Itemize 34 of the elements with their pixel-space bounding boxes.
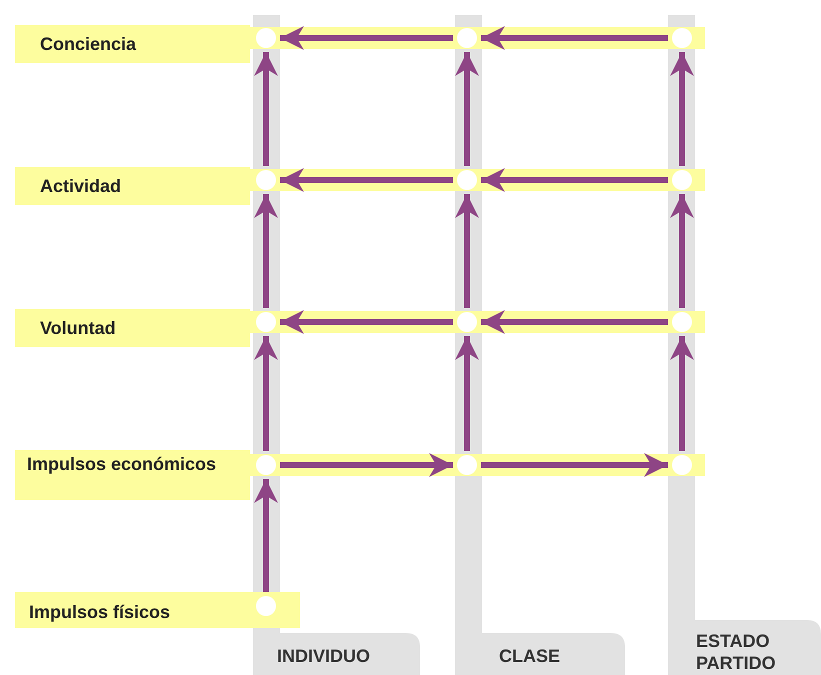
arrow xyxy=(670,336,694,451)
arrow xyxy=(280,310,453,334)
arrow xyxy=(481,168,668,192)
arrow xyxy=(280,26,453,50)
level-label: Impulsos económicos xyxy=(27,453,218,475)
arrow xyxy=(455,336,479,451)
column-label: ESTADO PARTIDO xyxy=(696,630,777,674)
level-band xyxy=(15,309,250,347)
level-band xyxy=(15,592,250,628)
level-label: Impulsos físicos xyxy=(29,601,172,623)
level-band xyxy=(15,450,250,500)
arrow xyxy=(280,453,453,477)
arrow xyxy=(670,194,694,308)
arrow xyxy=(455,194,479,308)
arrow xyxy=(455,52,479,166)
arrow xyxy=(254,52,278,166)
level-label: Conciencia xyxy=(40,33,138,55)
level-label: Actividad xyxy=(40,175,122,197)
level-band xyxy=(15,167,250,205)
arrow xyxy=(254,336,278,451)
column-base xyxy=(455,633,625,675)
arrow xyxy=(670,52,694,166)
arrow xyxy=(481,310,668,334)
arrow xyxy=(481,26,668,50)
column-base xyxy=(668,620,821,675)
arrow xyxy=(254,479,278,592)
arrow xyxy=(254,194,278,308)
column-base xyxy=(253,633,420,675)
arrow xyxy=(280,168,453,192)
column-label: CLASE xyxy=(499,645,562,667)
column-label: INDIVIDUO xyxy=(277,645,372,667)
level-label: Voluntad xyxy=(40,317,117,339)
level-band xyxy=(15,25,250,63)
arrow xyxy=(481,453,668,477)
